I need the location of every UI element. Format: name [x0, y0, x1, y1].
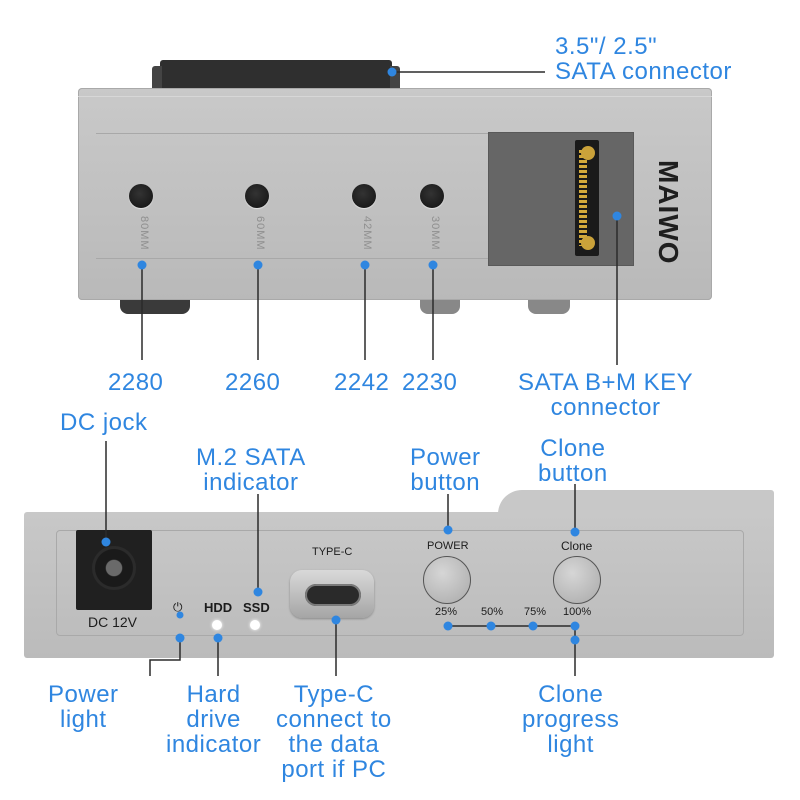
hole-label-80mm: 80MM: [138, 216, 150, 251]
annotation-2242: 2242: [334, 369, 390, 396]
annotation-2260: 2260: [225, 369, 281, 396]
slot-screw-top: [581, 146, 595, 160]
typec-label: TYPE-C: [312, 546, 353, 558]
annotation-sata-connector-line2: SATA connector: [555, 58, 732, 85]
screw-hole-30mm: [420, 184, 444, 208]
annotation-sata-connector-line1: 3.5"/ 2.5": [555, 33, 658, 60]
annotation-clone-progress-light: Clone progress light: [522, 682, 619, 757]
typec-port[interactable]: [305, 584, 361, 606]
clone-button[interactable]: [553, 556, 601, 604]
annotation-m2-line1: M.2 SATA: [196, 444, 306, 471]
device-foot-right: [528, 300, 570, 314]
hdd-led: [212, 620, 222, 630]
annotation-clone-progress-line3: light: [547, 731, 594, 758]
screw-hole-80mm: [129, 184, 153, 208]
annotation-m2-sata-indicator: M.2 SATA indicator: [196, 445, 306, 495]
annotation-typec-line2: connect to: [276, 706, 392, 733]
dc-jack-socket: [92, 546, 136, 590]
hdd-label: HDD: [204, 600, 233, 615]
annotation-2280: 2280: [108, 369, 164, 396]
screw-hole-60mm: [245, 184, 269, 208]
annotation-power-button-line1: Power: [410, 444, 481, 471]
annotation-clone-button-line2: button: [538, 460, 608, 487]
annotation-sata-bm-key: SATA B+M KEY connector: [518, 370, 693, 420]
progress-label-75: 75%: [524, 606, 547, 618]
m2-slot: [488, 132, 634, 266]
power-label: POWER: [427, 540, 469, 552]
hole-label-60mm: 60MM: [254, 216, 266, 251]
dc-label: DC 12V: [88, 614, 138, 630]
hole-label-42mm: 42MM: [361, 216, 373, 251]
annotation-clone-progress-line1: Clone: [538, 681, 604, 708]
annotation-typec-line1: Type-C: [293, 681, 375, 708]
annotation-power-light-line1: Power: [48, 681, 119, 708]
device-foot-left: [120, 300, 190, 314]
device-foot-mid: [420, 300, 460, 314]
power-symbol-icon: ⏻: [173, 600, 183, 614]
annotation-sata-bm-key-line1: SATA B+M KEY: [518, 369, 694, 396]
bottom-panel-groove: [56, 530, 744, 636]
annotation-typec-line4: port if PC: [281, 756, 387, 783]
annotation-hard-drive-indicator: Hard drive indicator: [166, 682, 261, 757]
slot-screw-bottom: [581, 236, 595, 250]
annotation-2230: 2230: [402, 369, 458, 396]
annotation-power-button-line2: button: [410, 469, 481, 496]
annotation-clone-button-line1: Clone: [540, 435, 606, 462]
power-button[interactable]: [423, 556, 471, 604]
progress-label-25: 25%: [435, 606, 458, 618]
annotation-typec: Type-C connect to the data port if PC: [276, 682, 392, 782]
annotation-sata-bm-key-line2: connector: [550, 394, 661, 421]
ssd-led: [250, 620, 260, 630]
ssd-label: SSD: [243, 600, 270, 615]
brand-logo: MAIWO: [653, 160, 684, 265]
annotation-m2-line2: indicator: [203, 469, 299, 496]
top-rail: [78, 96, 712, 97]
annotation-clone-button: Clone button: [538, 436, 608, 486]
clone-label: Clone: [561, 539, 593, 553]
progress-label-100: 100%: [563, 606, 592, 618]
annotation-power-light-line2: light: [60, 706, 107, 733]
annotation-sata-connector: 3.5"/ 2.5" SATA connector: [555, 34, 732, 84]
hole-label-30mm: 30MM: [429, 216, 441, 251]
annotation-dc-jock: DC jock: [60, 409, 148, 436]
annotation-power-light: Power light: [48, 682, 119, 732]
top-panel-groove: [96, 133, 496, 259]
progress-label-50: 50%: [481, 606, 504, 618]
annotation-hdd-line1: Hard: [186, 681, 241, 708]
annotation-hdd-line2: drive: [186, 706, 241, 733]
screw-hole-42mm: [352, 184, 376, 208]
annotation-power-button: Power button: [410, 445, 481, 495]
annotation-typec-line3: the data: [288, 731, 380, 758]
annotation-clone-progress-line2: progress: [522, 706, 620, 733]
sata-connector: [152, 60, 400, 90]
annotation-hdd-line3: indicator: [166, 731, 262, 758]
